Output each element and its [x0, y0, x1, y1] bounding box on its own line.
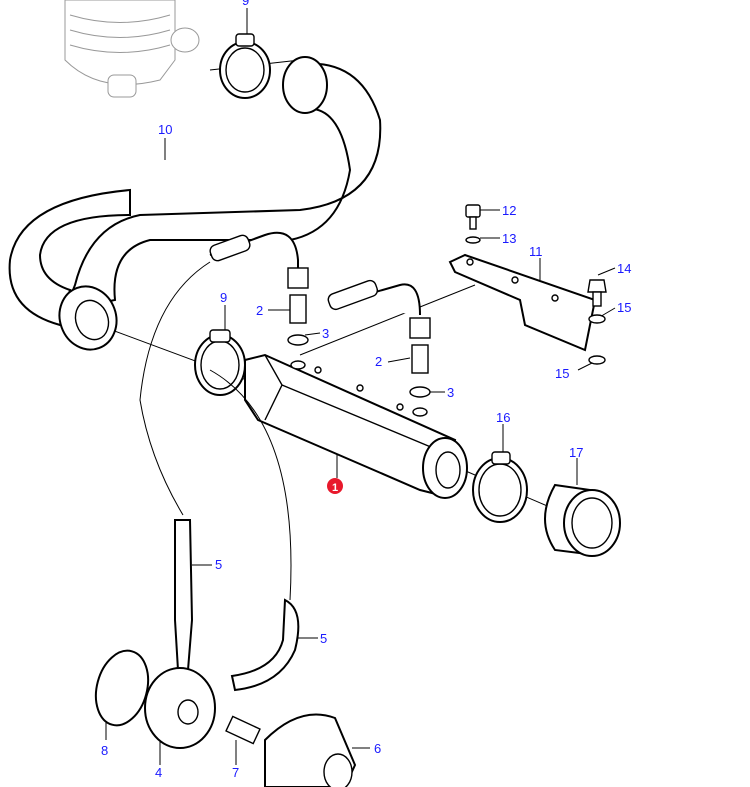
callout-15: 15 — [555, 366, 569, 381]
callout-5: 5 — [320, 631, 327, 646]
callout-17: 17 — [569, 445, 583, 460]
callout-16: 16 — [496, 410, 510, 425]
callout-5: 5 — [215, 557, 222, 572]
part-5-hose-left — [174, 519, 194, 671]
callout-6: 6 — [374, 741, 381, 756]
engine-housing-ghost — [64, 0, 200, 98]
callout-7: 7 — [232, 765, 239, 780]
part-15-washer — [588, 314, 606, 324]
callout-4: 4 — [155, 765, 162, 780]
pipe-upper-right — [327, 279, 431, 339]
part-3-washer — [409, 386, 431, 398]
callout-14: 14 — [617, 261, 631, 276]
part-2-nipple — [411, 344, 429, 374]
part-6-oil-filter — [264, 713, 357, 787]
pipe-upper-left — [209, 231, 309, 289]
part-13-washer — [465, 236, 481, 244]
part-4-filter-housing — [144, 667, 216, 749]
part-12-bolt — [465, 204, 481, 230]
callout-3: 3 — [447, 385, 454, 400]
part-9-clamp-top — [219, 33, 271, 99]
callout-3: 3 — [322, 326, 329, 341]
hose-line — [209, 369, 292, 601]
callout-2: 2 — [375, 354, 382, 369]
callout-15: 15 — [617, 300, 631, 315]
part-14-bolt — [587, 279, 607, 307]
part-3-washer — [287, 334, 309, 346]
part-16-clamp — [472, 451, 528, 523]
part-1-heat-exchanger — [244, 353, 468, 499]
callout-2: 2 — [256, 303, 263, 318]
callout-10: 10 — [158, 122, 172, 137]
part-10-hose — [8, 56, 382, 351]
part-11-bracket — [448, 253, 597, 352]
part-17-end-cap — [544, 483, 621, 557]
callout-9: 9 — [220, 290, 227, 305]
part-2-nipple — [289, 294, 307, 324]
part-7-nipple — [225, 715, 261, 745]
callout-1: 1 — [332, 482, 338, 494]
part-5-hose-right — [230, 598, 300, 692]
hose-line — [139, 261, 211, 516]
callout-9-top: 9 — [242, 0, 249, 8]
callout-13: 13 — [502, 231, 516, 246]
callout-12: 12 — [502, 203, 516, 218]
callout-11: 11 — [529, 244, 543, 259]
part-9-clamp — [194, 329, 246, 396]
callout-1-marker: 1 — [327, 478, 343, 494]
callout-8: 8 — [101, 743, 108, 758]
part-15-washer — [588, 355, 606, 365]
